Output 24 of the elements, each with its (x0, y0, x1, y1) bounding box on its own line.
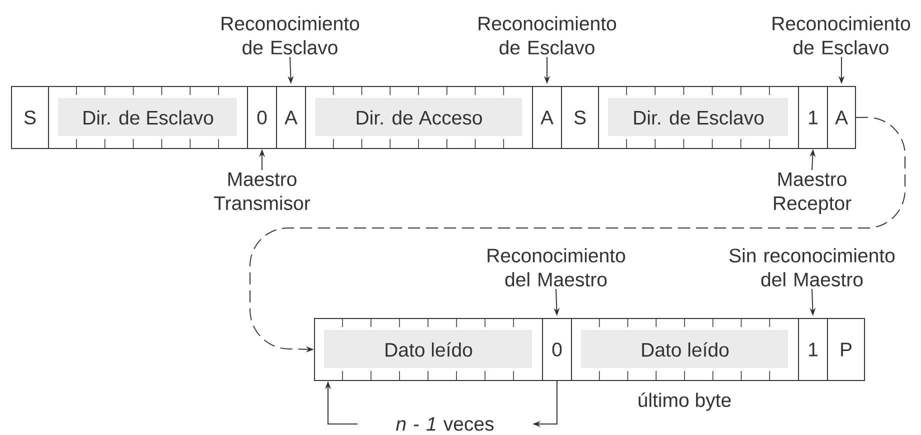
field-cell: Dato leído (314, 318, 543, 381)
field-cell: Dir. de Esclavo (598, 86, 799, 149)
annotation-text: Reconocimiento del Maestro (488, 248, 626, 286)
bit-cell: A (827, 86, 856, 149)
field-cell: Dir. de Acceso (305, 86, 533, 149)
annotation-text: Maestro Receptor (774, 172, 852, 214)
bit-cell: 1 (798, 86, 828, 149)
bit-cell: A (276, 86, 306, 149)
bit-cell: 1 (798, 318, 828, 381)
annotation-text: Reconocimiento de Esclavo (772, 16, 910, 54)
annotation-text: Maestro Transmisor (214, 172, 310, 210)
bit-cell: A (532, 86, 562, 149)
bit-cell: S (561, 86, 599, 149)
bit-cell: 0 (247, 86, 277, 149)
field-cell: Dato leído (571, 318, 799, 381)
bit-cell: 0 (542, 318, 572, 381)
repeat-label: n - 1 veces (396, 417, 494, 431)
annotation-text: Sin reconocimiento del Maestro (729, 248, 895, 286)
bit-cell: S (11, 86, 49, 149)
annotation-text: Reconocimiento de Esclavo (478, 16, 616, 54)
annotation-text: Reconocimiento de Esclavo (222, 16, 360, 54)
field-cell: Dir. de Esclavo (48, 86, 248, 149)
byte-label: último byte (638, 392, 731, 411)
bit-cell: P (827, 318, 865, 381)
